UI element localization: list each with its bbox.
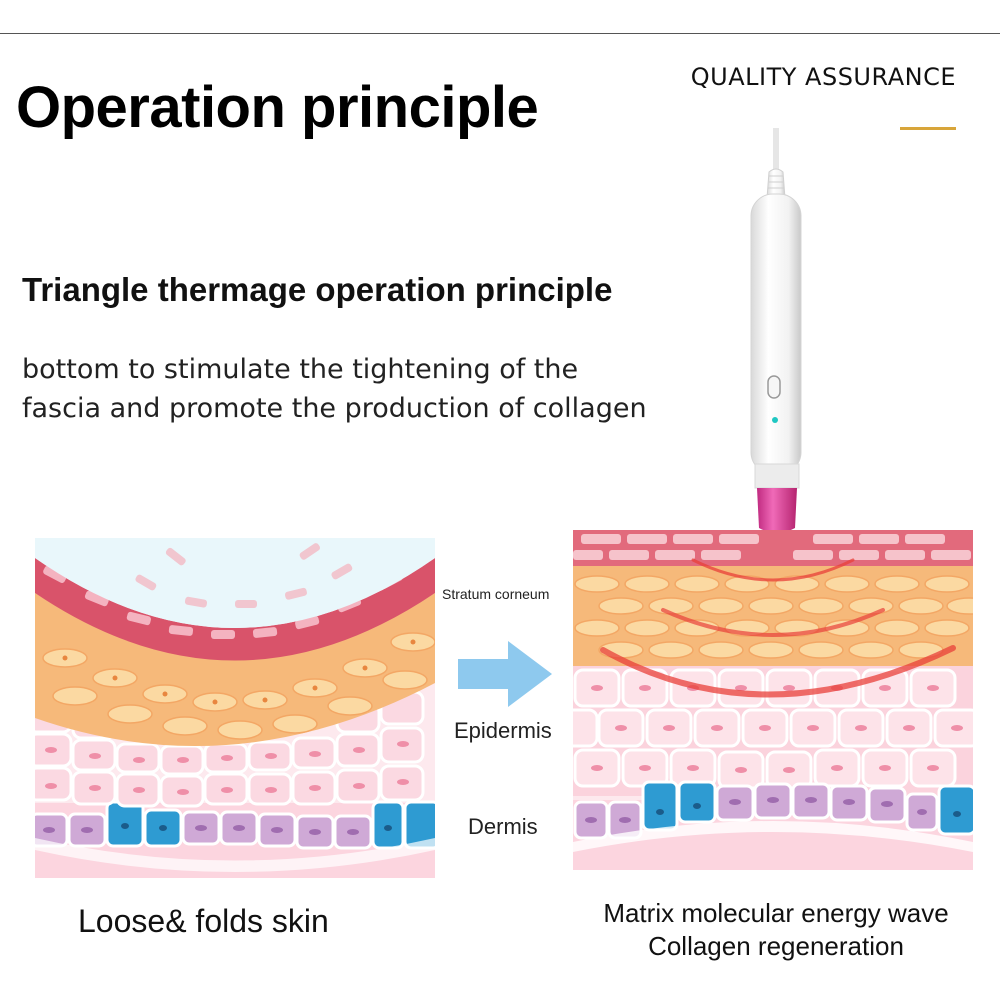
collagen-caption: Matrix molecular energy wave Collagen re… — [560, 897, 992, 963]
section-subtitle: Triangle thermage operation principle — [22, 271, 613, 308]
stratum-corneum-label: Stratum corneum — [442, 586, 550, 602]
description-line: bottom to stimulate the tightening of th… — [22, 354, 579, 385]
caption-line: Collagen regeneration — [648, 931, 904, 961]
dermis-cells-row — [35, 800, 435, 850]
thermage-device-image — [750, 128, 802, 533]
loose-skin-diagram — [35, 538, 435, 878]
dermis-label: Dermis — [468, 814, 538, 839]
epidermis-label: Epidermis — [454, 718, 552, 743]
quality-assurance-badge: QUALITY ASSURANCE — [690, 63, 956, 91]
loose-skin-caption: Loose& folds skin — [78, 903, 329, 939]
page-title: Operation principle — [16, 75, 539, 140]
energy-wave-arcs — [600, 558, 956, 698]
description: bottom to stimulate the tightening of th… — [22, 350, 722, 428]
tightened-skin-diagram — [573, 530, 973, 870]
accent-underline — [900, 127, 956, 130]
description-line: fascia and promote the production of col… — [22, 393, 647, 424]
arrow-right-icon — [458, 641, 552, 707]
caption-line: Matrix molecular energy wave — [603, 898, 949, 928]
top-divider — [0, 33, 1000, 34]
